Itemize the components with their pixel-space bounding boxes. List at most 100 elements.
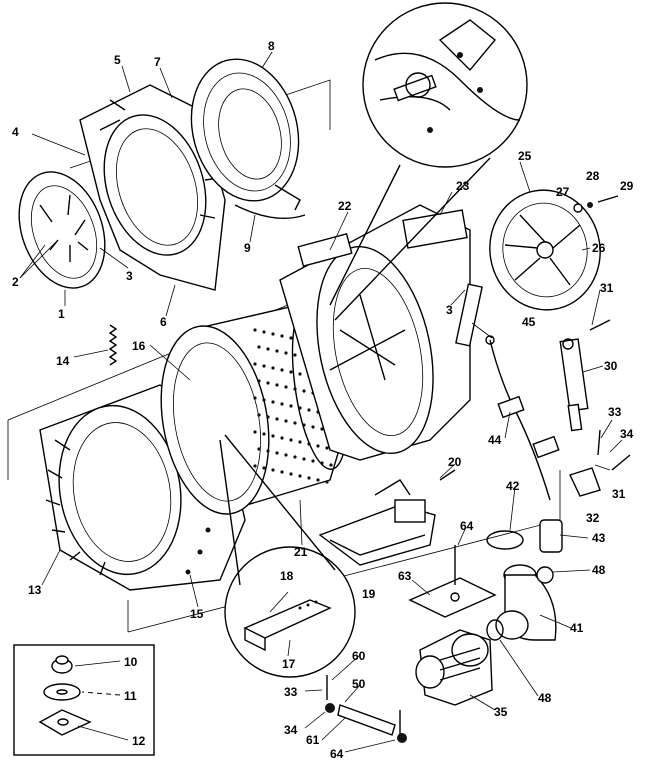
perforation-dot [271, 400, 275, 404]
label-16: 16 [132, 339, 146, 353]
pump-housing-part [495, 564, 557, 641]
motor-bracket-part [337, 704, 396, 736]
label-17: 17 [282, 657, 296, 671]
label-50: 50 [352, 677, 366, 691]
perforation-dot [311, 425, 315, 429]
label-64-bottom: 64 [330, 747, 344, 761]
perforation-dot [280, 334, 284, 338]
label-23: 23 [456, 179, 470, 193]
perforation-dot [316, 478, 320, 482]
perforation-dot [257, 345, 261, 349]
label-32: 32 [586, 511, 600, 525]
damper-part [455, 283, 483, 347]
perforation-dot [298, 372, 302, 376]
perforation-dot [262, 398, 266, 402]
perforation-dot [262, 364, 266, 368]
perforation-dot [325, 480, 329, 484]
perforation-dot [302, 389, 306, 393]
magnified-bracket-detail [219, 434, 356, 678]
perforation-dot [253, 362, 257, 366]
label-20: 20 [448, 455, 462, 469]
perforation-dot [311, 459, 315, 463]
perforation-dot [253, 464, 257, 468]
pump-motor-part [415, 629, 493, 706]
perforation-dot [275, 349, 279, 353]
label-13: 13 [28, 583, 42, 597]
door-glass-part [190, 58, 306, 220]
label-12: 12 [132, 734, 146, 748]
label-33-bottom: 33 [284, 685, 298, 699]
hose-clip-part [532, 435, 560, 459]
perforation-dot [271, 332, 275, 336]
rubber-mount-part [325, 703, 335, 713]
perforation-dot [284, 351, 288, 355]
label-28: 28 [586, 169, 600, 183]
label-7: 7 [154, 55, 161, 69]
perforation-dot [275, 417, 279, 421]
pump-seal-part [486, 619, 504, 641]
plate-hole [450, 592, 460, 602]
perforation-dot [289, 404, 293, 408]
perforation-dot [289, 336, 293, 340]
perforation-dot [289, 472, 293, 476]
label-15: 15 [190, 607, 204, 621]
perforation-dot [289, 438, 293, 442]
label-3-damper: 3 [446, 303, 453, 317]
label-10: 10 [124, 655, 138, 669]
perforation-dot [284, 453, 288, 457]
perforation-dot [262, 466, 266, 470]
shock-absorber-part [559, 338, 589, 432]
heater-bracket-part [374, 479, 411, 496]
perforation-dot [307, 408, 311, 412]
part-labels: 1 2 3 3 4 5 7 8 9 6 14 16 13 15 21 22 23… [12, 39, 634, 761]
perforation-dot [307, 476, 311, 480]
label-35: 35 [494, 705, 508, 719]
perforation-dot [271, 468, 275, 472]
spring-part [108, 324, 118, 366]
label-34-bottom: 34 [284, 723, 298, 737]
perforation-dot [293, 353, 297, 357]
bracket-part [569, 467, 601, 497]
label-31-bottom: 31 [612, 487, 626, 501]
perforation-dot [302, 457, 306, 461]
label-30: 30 [604, 359, 618, 373]
perforation-dot [298, 474, 302, 478]
label-48-bottom: 48 [538, 691, 552, 705]
perforation-dot [289, 370, 293, 374]
perforation-dot [253, 328, 257, 332]
label-48-top: 48 [592, 563, 606, 577]
label-6: 6 [160, 315, 167, 329]
label-3-door: 3 [126, 269, 133, 283]
label-26: 26 [592, 241, 606, 255]
perforation-dot [262, 432, 266, 436]
label-8: 8 [268, 39, 275, 53]
label-45: 45 [522, 315, 536, 329]
perforation-dot [253, 430, 257, 434]
rear-tub-part [279, 204, 471, 461]
perforation-dot [266, 347, 270, 351]
washer-part [573, 203, 583, 213]
perforation-dot [284, 419, 288, 423]
nut-part [587, 202, 593, 208]
perforation-dot [271, 366, 275, 370]
label-22: 22 [338, 199, 352, 213]
perforation-dot [280, 368, 284, 372]
label-33-right: 33 [608, 405, 622, 419]
perforation-dot [262, 330, 266, 334]
label-31-top: 31 [600, 281, 614, 295]
perforation-dot [302, 423, 306, 427]
label-34-right: 34 [620, 427, 634, 441]
perforation-dot [257, 447, 261, 451]
leader-lines [19, 51, 623, 753]
label-29: 29 [620, 179, 634, 193]
perforation-dot [253, 396, 257, 400]
label-5: 5 [114, 53, 121, 67]
perforation-dot [280, 436, 284, 440]
perforation-dot [271, 434, 275, 438]
hose-part [489, 339, 551, 501]
perforation-dot [325, 446, 329, 450]
label-61: 61 [306, 733, 320, 747]
label-44: 44 [488, 433, 502, 447]
